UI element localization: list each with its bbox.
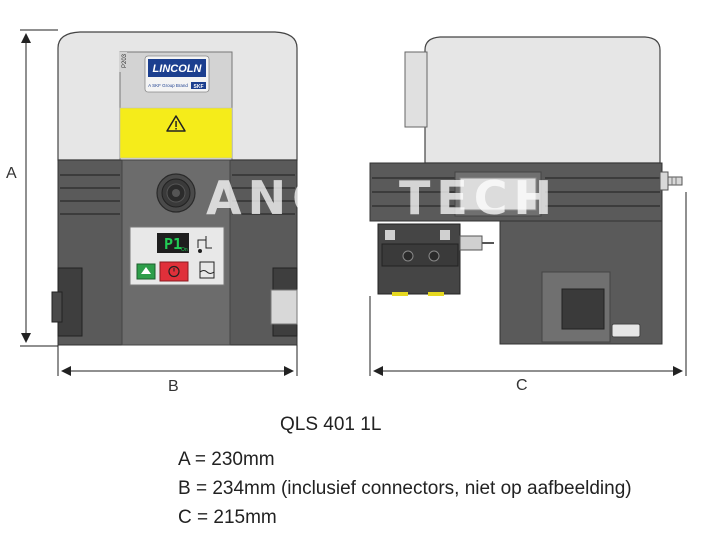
model-title: QLS 401 1L [280,414,382,435]
spec-c: C = 215mm [178,507,277,528]
model-tag: P203 [122,53,128,68]
lubrication-icon [197,236,212,253]
reservoir-level-icon [199,261,215,279]
watermark-text: ANCO TECH [206,171,558,225]
front-left-clamp [51,267,83,337]
dimension-c [369,192,687,376]
dimension-b-label: B [168,378,179,395]
display-readout: P1 [164,235,182,253]
pump-element-block [377,223,494,296]
logo-subtitle: A SKF Group Brand [148,83,188,88]
watermark-chevron-icon [300,222,360,250]
front-left-ribs [60,174,120,215]
front-right-clamp [270,267,298,337]
lincoln-logo: LINCOLN A SKF Group Brand SKF [144,55,210,93]
tree-icon [141,267,151,274]
display-unit: On [181,247,188,253]
dimension-a-label: A [6,165,17,182]
dimension-b [57,345,298,376]
spec-a: A = 230mm [178,449,275,470]
control-panel: P1 On [129,226,225,286]
side-rail-ribs [372,177,660,207]
spec-b: B = 234mm (inclusief connectors, niet op… [178,478,632,499]
lube-fitting-icon [659,171,683,191]
led-display [157,233,189,253]
logo-text: LINCOLN [153,63,203,75]
watermark: ANCO TECH [206,171,558,250]
warning-triangle-icon [166,115,186,132]
front-view: P203 LINCOLN A SKF Group Brand SKF [51,31,298,346]
pump-technical-drawing: P203 LINCOLN A SKF Group Brand SKF [6,29,687,395]
side-view [369,36,683,345]
round-connector-icon [156,173,196,213]
logo-badge: SKF [194,84,204,90]
dimension-c-label: C [516,377,528,394]
front-right-ribs [232,174,295,215]
clock-icon [168,265,180,278]
dimension-a [20,29,58,347]
